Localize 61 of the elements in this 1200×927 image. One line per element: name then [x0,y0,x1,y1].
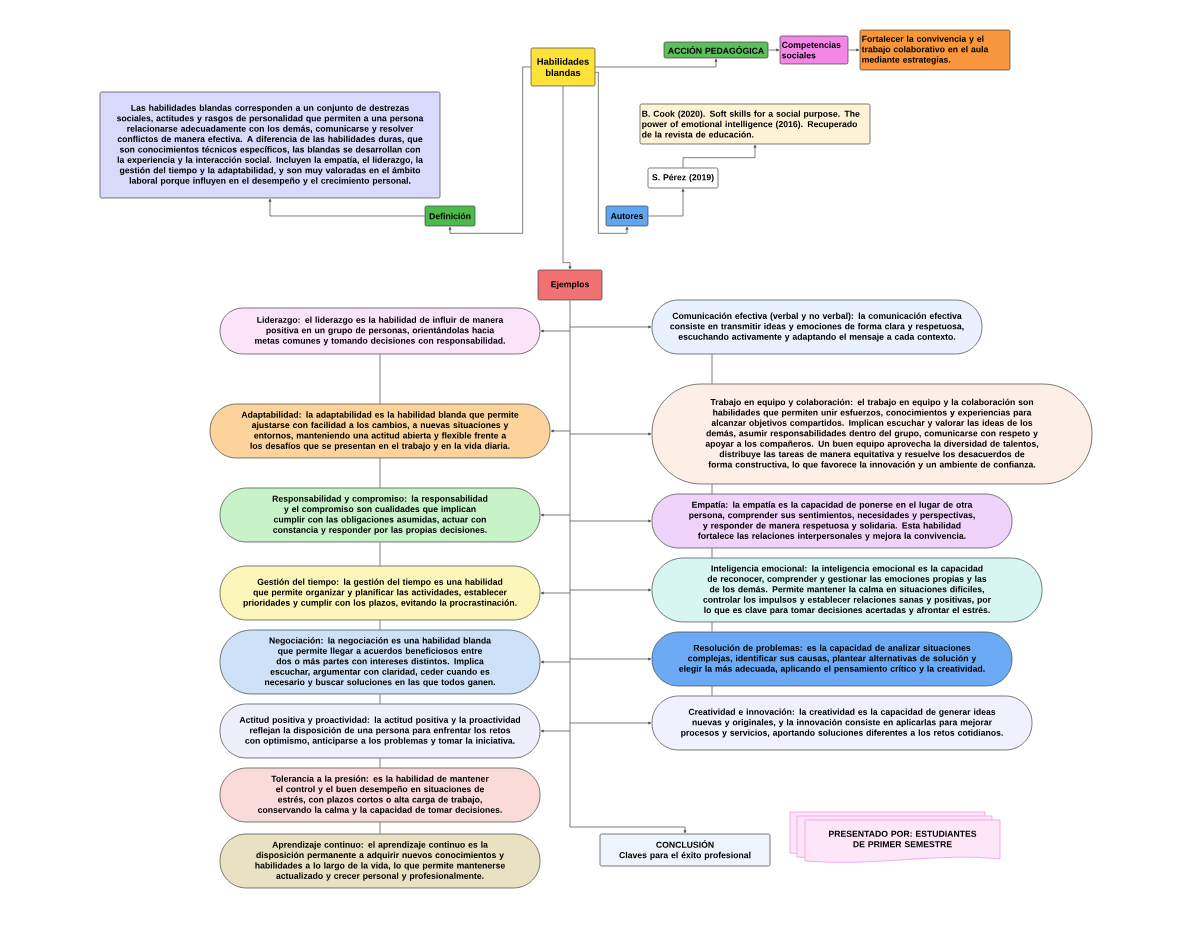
arrow [540,729,571,733]
note-box: Fortalecer la convivencia y el trabajo colaborativo en el aula mediante estrategias. [859,29,1011,71]
topic-box: Habilidades blandas [530,47,596,87]
connector-line [379,822,381,834]
arrow [569,826,687,834]
concept-pill: Responsabilidad y compromiso: la responsabilidad y el compromiso son cualidades que implican cumplir con las obligaciones asumidas, actuar con constancia y responder por las propias decisiones. [219,487,541,543]
arrow [268,198,425,217]
connector-line [379,694,381,704]
concept-pill: Comunicación efectiva (verbal y no verbal): la comunicación efectiva consiste en transmitir ideas y emociones de forma clara y respetuosa, escuchando activamente y adaptando el mensaje a cada contexto. [651,299,983,355]
arrow [848,48,860,52]
connector-line [379,620,381,630]
concept-pill: Empatía: la empatía es la capacidad de ponerse en el lugar de otra persona, comprender sus sentimientos, necesidades y perspectivas, y responder de manera respetuosa y solidaria. Esta habilidad fortalece las relaciones interpersonales y mejora la convivencia. [651,493,1013,549]
arrow [569,657,652,661]
concept-pill: Actitud positiva y proactividad: la actitud positiva y la proactividad reflejan la disposición de una persona para enfrentar los retos con optimismo, anticiparse a los problemas y tomar la iniciativa. [219,703,541,759]
reference-box: B. Cook (2020). Soft skills for a social purpose. The power of emotional intelligence (2016). Recuperado de la revista de educación. [639,103,871,145]
arrow [768,48,780,52]
arrow [550,429,571,433]
arrow [569,432,652,436]
arrow [682,144,757,168]
label-box: Definición [424,205,476,227]
arrow [540,329,571,333]
arrow [569,519,652,523]
concept-pill: Trabajo en equipo y colaboración: el trabajo en equipo y la colaboración son habilidades que permiten unir esfuerzos, conocimientos y experiencias para alcanzar objetivos compartidos. Implican escuchar y valorar las ideas de los demás, asumir responsabilidades dentro del grupo, comunicarse con respeto y apoyar a los compañeros. Un buen equipo aprovecha la diversidad de talentos, distribuye las tareas de manera equitativa y resuelve los desacuerdos de forma constructiva, lo que favorece la innovación y un ambiente de confianza. [651,383,1093,485]
arrow [569,721,652,725]
concept-pill: Creatividad e innovación: la creatividad es la capacidad de generar ideas nuevas y originales, y la innovación consiste en aplicarlas para mejorar procesos y servicios, aportando soluciones diferentes a los retos cotidianos. [651,695,1033,751]
arrow [540,591,571,595]
topic-box: Ejemplos [537,269,603,301]
connector-line [711,548,713,558]
arrow [562,86,572,270]
concept-pill: Negociación: la negociación es una habilidad blanda que permite llegar a acuerdos beneficiosos entre dos o más partes con intereses distintos. Implica escuchar, argumentar con claridad, ceder cuando es necesario y buscar soluciones en las que todos ganen. [219,629,541,695]
arrow [448,66,531,234]
connector-line [379,758,381,768]
arrow [569,588,652,592]
connector-line [569,300,571,828]
document-stack: PRESENTADO POR: ESTUDIANTES DE PRIMER SEMESTRE [789,811,1001,863]
connector-line [379,542,381,566]
connector-line [711,484,713,494]
concept-pill: Gestión del tiempo: la gestión del tiempo es una habilidad que permite organizar y planificar las actividades, establecer prioridades y cumplir con los plazos, evitando la procrastinación. [219,565,541,621]
connector-line [379,354,381,404]
arrow [540,513,571,517]
concept-pill: Aprendizaje continuo: el aprendizaje continuo es la disposición permanente a adquirir nuevos conocimientos y habilidades a lo largo de la vida, lo que permite mantenerse actualizado y crecer personal y profesionalmente. [219,833,541,889]
label-box: Autores [605,205,649,227]
arrow [540,660,571,664]
connector-line [711,686,713,696]
concept-pill: Inteligencia emocional: la inteligencia emocional es la capacidad de reconocer, comprender y gestionar las emociones propias y las de los demás. Permite mantener la calma en situaciones difíciles, controlar los impulsos y establecer relaciones sanas y positivas, por lo que es clave para tomar decisiones acertadas y afrontar el estrés. [651,557,1043,623]
arrow [595,72,629,234]
concept-pill: Resolución de problemas: es la capacidad de analizar situaciones complejas, identificar sus causas, plantear alternativas de solución y elegir la más adecuada, aplicando el pensamiento crítico y la creatividad. [651,631,1013,687]
connector-line [711,622,713,632]
label-box: Competencias sociales [779,35,849,65]
arrow [648,188,685,217]
definition-box: Las habilidades blandas corresponden a un conjunto de destrezas sociales, actitudes y rasgos de personalidad que permiten a una persona relacionarse adecuadamente con los demás, comunicarse y resolver conflictos de manera efectiva. A diferencia de las habilidades duras, que son conocimientos técnicos específicos, las blandas se desarrollan con la experiencia y la interacción social. Incluyen la empatía, el liderazgo, la gestión del tiempo y la adaptabilidad, y son muy valoradas en el ámbito laboral porque influyen en el desempeño y el crecimiento personal. [99,91,441,199]
label-box: S. Pérez (2019) [647,167,719,189]
summary-box: CONCLUSIÓN Claves para el éxito profesional [599,833,771,867]
connector-line [379,458,381,488]
connector-line [711,354,713,384]
arrow [569,325,652,329]
arrow [595,58,718,68]
label-box: ACCIÓN PEDAGÓGICA [663,41,769,59]
concept-pill: Adaptabilidad: la adaptabilidad es la habilidad blanda que permite ajustarse con facilidad a los cambios, a nuevas situaciones y entornos, manteniendo una actitud abierta y flexible frente a los desafíos que se presentan en el trabajo y en la vida diaria. [209,403,551,459]
concept-pill: Liderazgo: el liderazgo es la habilidad de influir de manera positiva en un grupo de personas, orientándolas hacia metas comunes y tomando decisiones con responsabilidad. [219,307,541,355]
concept-pill: Tolerancia a la presión: es la habilidad de mantener el control y el buen desempeño en situaciones de estrés, con plazos cortos o alta carga de trabajo, conservando la calma y la capacidad de tomar decisiones. [219,767,541,823]
